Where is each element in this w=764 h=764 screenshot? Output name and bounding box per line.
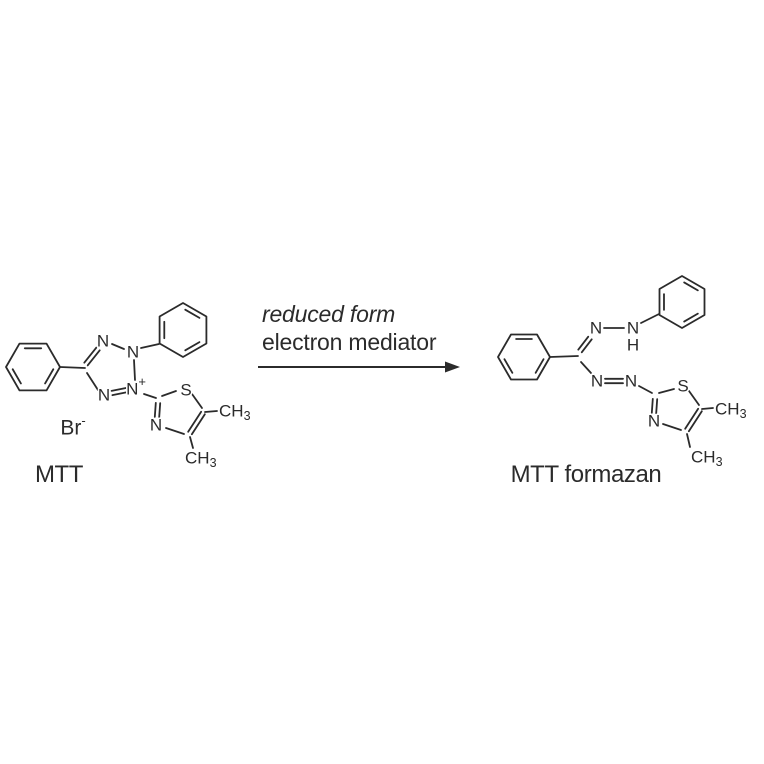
- formazan-thiazole-c4-n: [662, 423, 682, 431]
- mtt-thiazole-s: S: [180, 381, 191, 400]
- mtt-bond-n1-c: [86, 372, 99, 391]
- mtt-phenyl-top-ring: [158, 302, 208, 358]
- formazan-atom-nh: N: [627, 319, 639, 338]
- mtt-atom-n4: N: [97, 332, 109, 351]
- mtt-bromide-counterion: Br-: [60, 413, 85, 440]
- formazan-thiazole-n-c2-double: [655, 398, 659, 415]
- formazan-thiazole-c5-c4-double: [687, 410, 703, 433]
- mtt-thiazole-n: N: [150, 416, 162, 435]
- mtt-atom-n1: N: [98, 386, 110, 405]
- formazan-phenyl-top-ring-inner-bond: [683, 312, 699, 323]
- formazan-bond-c-n-double: [580, 338, 593, 354]
- formazan-bond-phenyl-c: [549, 355, 579, 358]
- formazan-thiazole-c2-s: [658, 388, 675, 394]
- mtt-bond-n2-n1-double: [111, 391, 129, 397]
- mtt-atom-n2-plus: N+: [126, 374, 146, 399]
- reactant-caption: MTT: [34, 461, 84, 488]
- formazan-phenyl-left-ring-inner-bond: [534, 358, 545, 374]
- mtt-thiazole-s-c5: [191, 393, 203, 409]
- mtt-thiazole-n-c2-double: [158, 402, 162, 419]
- formazan-bond-c4-methyl: [686, 433, 691, 448]
- formazan-thiazole-s-c5: [688, 390, 700, 406]
- mtt-phenyl-left-ring-inner-bond: [44, 368, 55, 385]
- formazan-bond-c-n-lower: [580, 361, 592, 374]
- mtt-phenyl-left-ring-inner-bond: [11, 368, 22, 385]
- formazan-bond-nh-phenyl: [640, 313, 660, 324]
- mtt-thiazole-c5-c4-double: [187, 410, 203, 433]
- formazan-thiazole-c5-c4-double: [684, 407, 700, 430]
- formazan-bond-n-thiazole: [638, 385, 653, 394]
- mtt-bond-n3-n2: [133, 359, 136, 381]
- arrow-condition-line1: reduced form: [262, 301, 396, 327]
- formazan-methyl-right: CH3: [715, 400, 747, 422]
- formazan-atom-n-azo1: N: [591, 372, 603, 391]
- reaction-arrow-head: [445, 361, 460, 373]
- mtt-thiazole-c4-n: [165, 427, 185, 435]
- mtt-bond-n3-phenyl: [140, 343, 160, 349]
- mtt-phenyl-left-ring: [5, 342, 61, 392]
- mtt-phenyl-top-ring-inner-bond: [184, 308, 201, 319]
- mtt-thiazole-n-c2-double: [153, 401, 157, 418]
- formazan-thiazole-n: N: [648, 412, 660, 431]
- mtt-bond-n2-thiazole: [143, 393, 157, 399]
- mtt-bond-c5-methyl: [204, 410, 218, 413]
- formazan-bond-c5-methyl: [701, 407, 714, 410]
- formazan-phenyl-left-ring-inner-bond: [503, 358, 514, 374]
- formazan-phenyl-top-ring-inner-bond: [683, 281, 699, 292]
- formazan-thiazole-n-c2-double: [650, 397, 654, 414]
- mtt-thiazole-c5-c4-double: [190, 413, 206, 436]
- mtt-bond-c4-methyl: [189, 436, 194, 449]
- formazan-atom-h: H: [627, 336, 639, 355]
- formazan-phenyl-top-ring: [658, 275, 706, 329]
- mtt-bond-n4-n3: [111, 343, 125, 350]
- formazan-thiazole-s: S: [677, 377, 688, 396]
- mtt-methyl-right: CH3: [219, 402, 251, 424]
- mtt-phenyl-top-ring-inner-bond: [184, 341, 201, 352]
- formazan-bond-c-n-double: [577, 335, 590, 351]
- formazan-methyl-bottom: CH3: [691, 448, 723, 470]
- arrow-condition-text: reduced form electron mediator: [262, 300, 437, 356]
- mtt-bond-phenyl-c: [59, 366, 86, 369]
- mtt-methyl-bottom: CH3: [185, 449, 217, 471]
- mtt-bond-c-n4-double: [86, 349, 101, 367]
- mtt-bond-n2-n1-double: [110, 386, 128, 392]
- product-caption: MTT formazan: [510, 461, 662, 488]
- mtt-atom-n3: N: [127, 343, 139, 362]
- mtt-bond-c-n4-double: [83, 346, 98, 364]
- arrow-condition-line2: electron mediator: [262, 329, 437, 355]
- formazan-phenyl-left-ring: [497, 333, 551, 381]
- formazan-atom-n-upper: N: [590, 319, 602, 338]
- mtt-thiazole-c2-s: [161, 390, 177, 397]
- formazan-atom-n-azo2: N: [625, 372, 637, 391]
